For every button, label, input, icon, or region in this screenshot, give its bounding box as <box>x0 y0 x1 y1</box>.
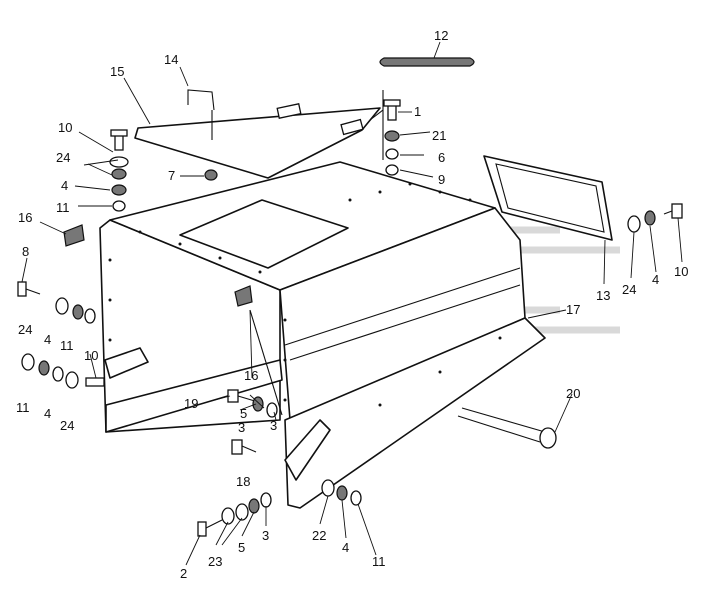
callout-11: 11 <box>16 400 30 415</box>
callout-24: 24 <box>56 150 70 165</box>
callout-6: 6 <box>438 150 445 165</box>
callout-5: 5 <box>238 540 245 555</box>
hood-body <box>99 161 546 509</box>
callout-12: 12 <box>434 28 448 43</box>
callout-22: 22 <box>312 528 326 543</box>
callout-11: 11 <box>372 554 386 569</box>
callout-10: 10 <box>84 348 98 363</box>
callout-10: 10 <box>58 120 72 135</box>
callout-4: 4 <box>61 178 68 193</box>
callout-labels: 1 2 3 3 3 4 4 4 4 4 5 5 6 7 8 9 10 10 10… <box>16 28 688 581</box>
callout-1: 1 <box>414 104 421 119</box>
callout-4: 4 <box>44 332 51 347</box>
seal-strip <box>379 57 475 67</box>
callout-16: 16 <box>244 368 258 383</box>
panel-holes <box>108 182 502 407</box>
callout-2: 2 <box>180 566 187 581</box>
callout-17: 17 <box>566 302 580 317</box>
window-frame <box>483 155 613 241</box>
bracket-16-middle <box>234 285 253 307</box>
callout-7: 7 <box>168 168 175 183</box>
callout-21: 21 <box>432 128 446 143</box>
callout-23: 23 <box>208 554 222 569</box>
leader-lines <box>21 41 683 566</box>
callout-10: 10 <box>674 264 688 279</box>
callout-8: 8 <box>22 244 29 259</box>
callout-20: 20 <box>566 386 580 401</box>
callout-24: 24 <box>60 418 74 433</box>
bracket-16-upper <box>63 224 85 247</box>
callout-11: 11 <box>56 200 70 215</box>
callout-16: 16 <box>18 210 32 225</box>
hardware <box>17 99 683 537</box>
hinge-bracket-right <box>284 419 331 481</box>
callout-4: 4 <box>44 406 51 421</box>
callout-14: 14 <box>164 52 178 67</box>
callout-4: 4 <box>652 272 659 287</box>
callout-3: 3 <box>262 528 269 543</box>
callout-11: 11 <box>60 338 74 353</box>
callout-24: 24 <box>622 282 636 297</box>
callout-13: 13 <box>596 288 610 303</box>
callout-15: 15 <box>110 64 124 79</box>
callout-9: 9 <box>438 172 445 187</box>
callout-3: 3 <box>270 418 277 433</box>
callout-4: 4 <box>342 540 349 555</box>
lid-handle <box>187 89 215 111</box>
hinge-bracket-left <box>104 347 149 379</box>
lid-cover <box>134 103 381 179</box>
rod <box>457 407 557 449</box>
callout-3: 3 <box>238 420 245 435</box>
callout-5: 5 <box>240 406 247 421</box>
callout-19: 19 <box>184 396 198 411</box>
callout-24: 24 <box>18 322 32 337</box>
callout-18: 18 <box>236 474 250 489</box>
